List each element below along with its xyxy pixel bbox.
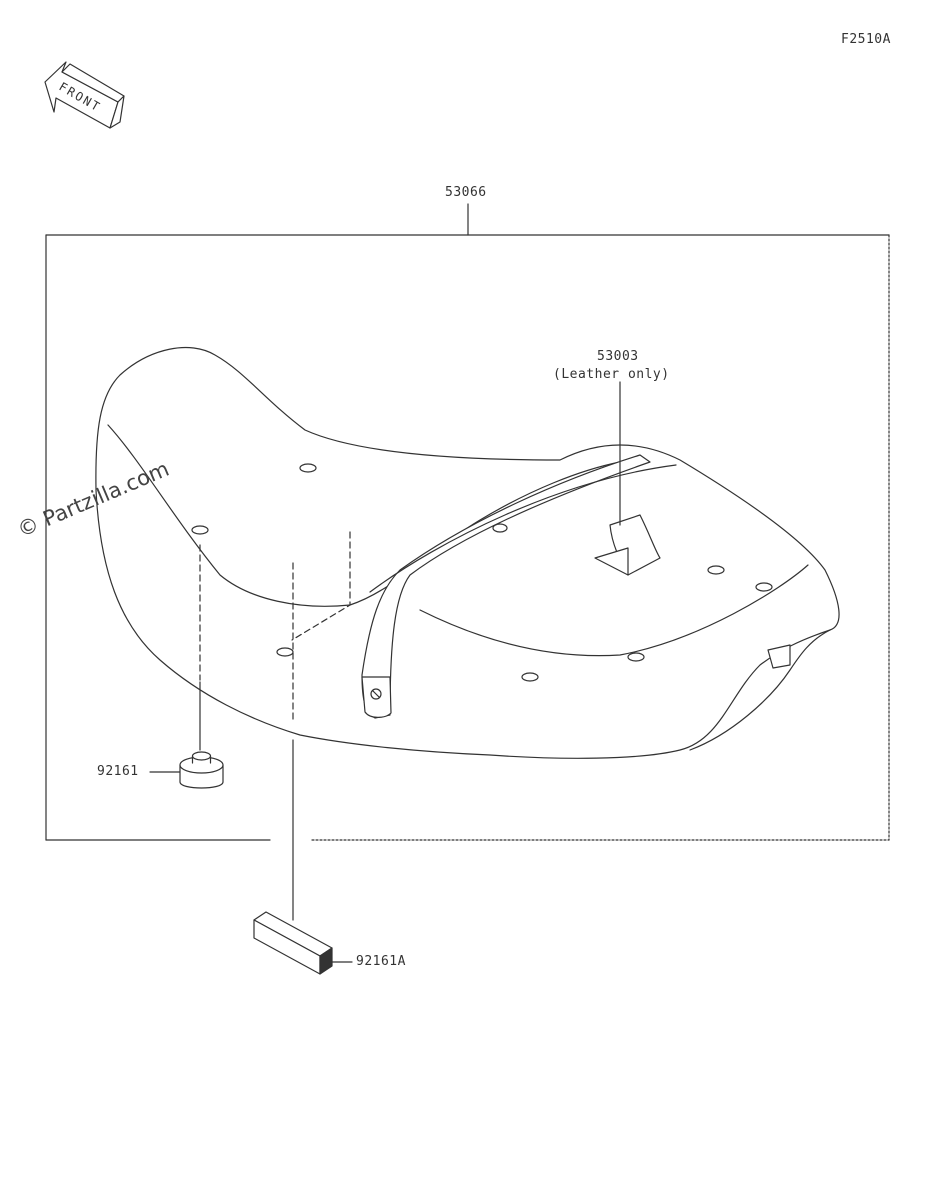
part-note-emblem: (Leather only) (553, 367, 670, 382)
leader-lines (149, 381, 621, 963)
assembly-box (45, 203, 890, 841)
pad-part (253, 911, 333, 975)
figure-code: F2510A (841, 32, 891, 47)
part-label-emblem[interactable]: 53003 (597, 349, 639, 364)
part-label-seat-assembly[interactable]: 53066 (445, 185, 487, 200)
part-label-damper[interactable]: 92161 (97, 764, 139, 779)
damper-part (179, 751, 224, 789)
part-label-pad[interactable]: 92161A (356, 954, 406, 969)
seat-illustration (95, 346, 840, 759)
front-arrow-icon: FRONT (44, 61, 125, 129)
